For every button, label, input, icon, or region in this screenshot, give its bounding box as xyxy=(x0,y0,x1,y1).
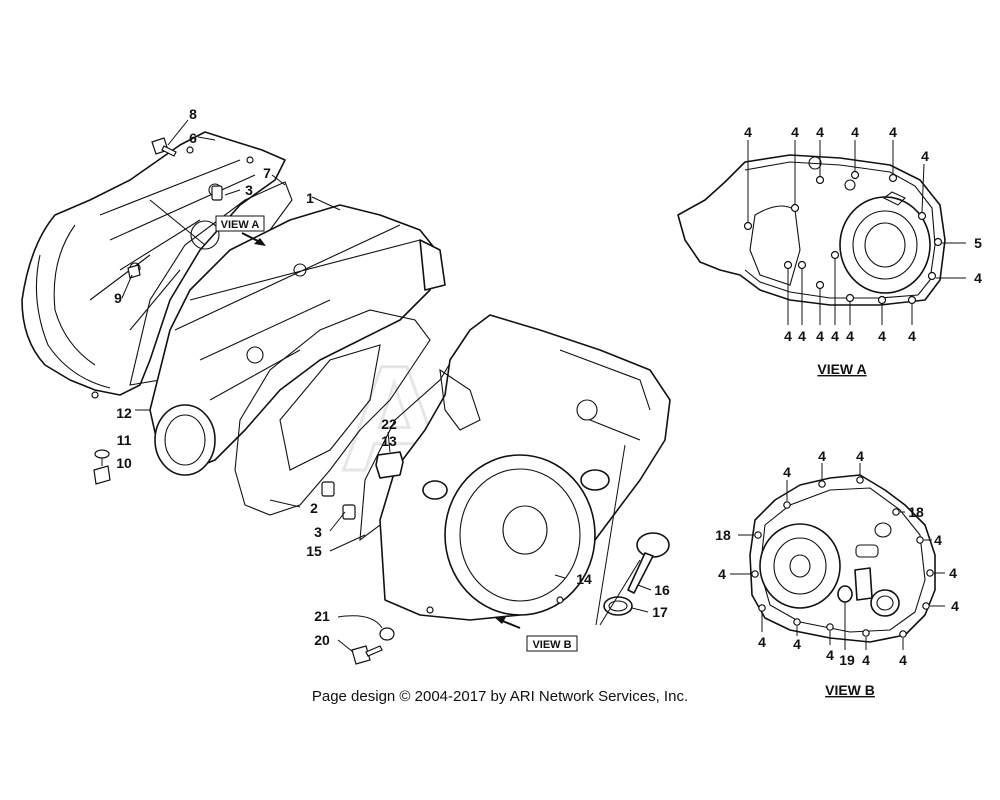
view-b-leaders xyxy=(730,463,945,650)
washer-21 xyxy=(379,627,395,641)
callout-label: 4 xyxy=(951,598,959,614)
callout-label: 4 xyxy=(744,124,752,140)
view-a-detail: 4 4 4 4 4 4 5 4 4 4 4 4 4 4 4 VIEW A xyxy=(677,124,982,377)
callout-label: 4 xyxy=(856,448,864,464)
callout-label: 6 xyxy=(189,130,197,146)
callout-label: 15 xyxy=(306,543,322,559)
callout-label: 4 xyxy=(826,647,834,663)
callout-label: 4 xyxy=(889,124,897,140)
plug-22 xyxy=(375,451,404,479)
callout-label: 17 xyxy=(652,604,668,620)
dowel-pin xyxy=(211,185,223,201)
view-b-detail: 4 4 4 18 18 4 4 4 4 4 4 4 19 4 4 VIEW B xyxy=(715,448,959,698)
callout-label: 4 xyxy=(718,566,726,582)
inner-clutch-housing xyxy=(149,204,446,476)
housing-gasket-2 xyxy=(234,309,431,516)
callout-label: 10 xyxy=(116,455,132,471)
callout-label: 12 xyxy=(116,405,132,421)
view-a-title: VIEW A xyxy=(817,361,866,377)
magneto-cover xyxy=(379,314,671,621)
callout-label: 4 xyxy=(908,328,916,344)
callout-label: 4 xyxy=(831,328,839,344)
bolt-8 xyxy=(151,137,177,157)
callout-label: 18 xyxy=(908,504,924,520)
callout-label: 22 xyxy=(381,416,397,432)
callout-label: 4 xyxy=(783,464,791,480)
callout-label: 3 xyxy=(245,182,253,198)
callout-label: 4 xyxy=(816,124,824,140)
view-b-pointer: VIEW B xyxy=(494,617,578,652)
callout-label: 20 xyxy=(314,632,330,648)
callout-label: 4 xyxy=(878,328,886,344)
view-a-tag: VIEW A xyxy=(221,219,260,231)
view-a-leaders xyxy=(747,140,966,325)
view-a-bolts xyxy=(743,170,943,305)
exploded-view: VIEW A VIEW B 8 6 3 7 1 9 12 11 10 22 13… xyxy=(21,106,671,665)
callout-label: 4 xyxy=(816,328,824,344)
bolt-10 xyxy=(93,458,111,485)
callout-label: 7 xyxy=(263,165,271,181)
o-ring-17 xyxy=(603,596,633,616)
callout-label: 2 xyxy=(310,500,318,516)
exploded-leaders xyxy=(121,119,652,653)
view-b-bolts xyxy=(751,476,934,638)
callout-label: 14 xyxy=(576,571,592,587)
callout-label: 13 xyxy=(381,433,397,449)
callout-label: 16 xyxy=(654,582,670,598)
bolt-20 xyxy=(351,645,383,665)
callout-label: 4 xyxy=(974,270,982,286)
callout-label: 4 xyxy=(846,328,854,344)
callout-label: 4 xyxy=(899,652,907,668)
exploded-callouts: 8 6 3 7 1 9 12 11 10 22 13 2 3 15 14 16 … xyxy=(114,106,670,648)
callout-label: 18 xyxy=(715,527,731,543)
callout-label: 4 xyxy=(791,124,799,140)
callout-label: 4 xyxy=(798,328,806,344)
view-a-labels: 4 4 4 4 4 4 5 4 4 4 4 4 4 4 4 xyxy=(744,124,982,344)
callout-label: 5 xyxy=(974,235,982,251)
gasket-window xyxy=(279,344,381,471)
callout-label: 1 xyxy=(306,190,314,206)
callout-label: 11 xyxy=(117,432,132,448)
callout-label: 4 xyxy=(793,636,801,652)
callout-label: 21 xyxy=(314,608,330,624)
callout-label: 4 xyxy=(758,634,766,650)
callout-label: 4 xyxy=(862,652,870,668)
bolt-9 xyxy=(127,264,141,279)
callout-label: 9 xyxy=(114,290,122,306)
dowel-pin xyxy=(321,481,335,497)
callout-label: 4 xyxy=(784,328,792,344)
callout-label: 3 xyxy=(314,524,322,540)
view-a-pointer: VIEW A xyxy=(215,215,266,246)
callout-label: 8 xyxy=(189,106,197,122)
callout-label: 4 xyxy=(851,124,859,140)
washer-11 xyxy=(94,449,110,459)
dowel-pin xyxy=(342,504,356,520)
callout-label: 19 xyxy=(839,652,855,668)
view-b-labels: 4 4 4 18 18 4 4 4 4 4 4 4 19 4 4 xyxy=(715,448,959,668)
callout-label: 4 xyxy=(818,448,826,464)
copyright-notice: Page design © 2004-2017 by ARI Network S… xyxy=(311,688,689,705)
callout-label: 4 xyxy=(921,148,929,164)
callout-label: 4 xyxy=(949,565,957,581)
dipstick-16 xyxy=(627,532,670,594)
callout-label: 4 xyxy=(934,532,942,548)
view-b-title: VIEW B xyxy=(825,682,875,698)
view-b-tag: VIEW B xyxy=(532,639,571,651)
